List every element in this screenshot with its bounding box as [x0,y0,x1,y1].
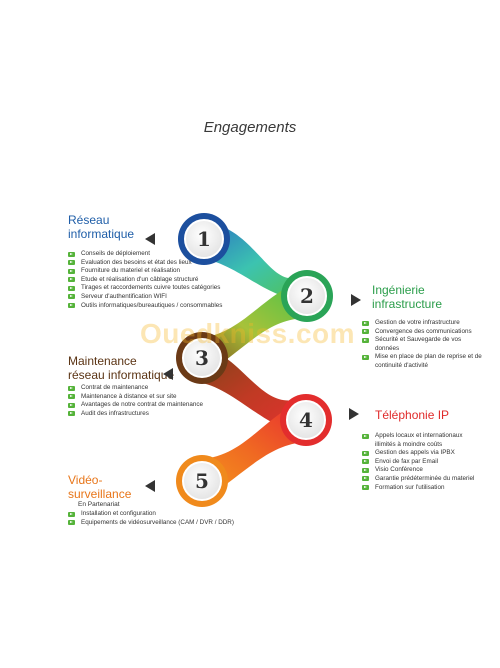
list-item: Gestion de votre infrastructure [362,319,482,328]
step-circles [176,213,333,507]
list-item: Serveur d'authentification WIFI [68,293,222,302]
telephonie-arrow-icon [349,408,359,420]
list-item: Appels locaux et internationaux illimité… [362,432,482,449]
list-item: Installation et configuration [68,510,234,519]
list-item: Garantie prédéterminée du materiel [362,475,482,484]
maintenance-title-line1: Maintenance [68,354,137,368]
list-item: Equipements de vidéosurveillance (CAM / … [68,519,234,528]
ingenierie-title-line1: Ingénierie [372,283,425,297]
check-arrow-icon [68,277,75,283]
telephonie-list: Appels locaux et internationaux illimité… [362,432,482,492]
check-arrow-icon [68,402,75,408]
list-item: Tirages et raccordements cuivre toutes c… [68,284,222,293]
list-item: Gestion des appels via IPBX [362,449,482,458]
step-1-face [184,219,224,259]
list-item: Avantages de notre contrat de maintenanc… [68,401,203,410]
step-3-face [182,338,222,378]
telephonie-title: Téléphonie IP [375,408,450,422]
maintenance-arrow-icon [163,368,173,380]
video-list: Installation et configuration Equipement… [68,510,234,527]
check-arrow-icon [68,260,75,266]
check-arrow-icon [68,303,75,309]
list-item: Outils informatiques/bureautiques / cons… [68,302,222,311]
check-arrow-icon [68,385,75,391]
reseau-title-line1: Réseau [68,213,110,227]
watermark-logo: Ouedkniss.com [140,318,356,349]
step-5-number: 5 [195,469,209,493]
list-item: Envoi de fax par Email [362,458,482,467]
check-arrow-icon [362,433,369,439]
list-item: Etude et réalisation d'un câblage struct… [68,276,222,285]
step-2-number: 2 [300,284,314,308]
video-title-line1: Vidéo- [68,473,103,487]
list-item: Convergence des communications [362,328,482,337]
list-item: Maintenance à distance et sur site [68,393,203,402]
check-arrow-icon [68,285,75,291]
check-arrow-icon [362,329,369,335]
check-arrow-icon [362,354,369,360]
video-subtitle: En Partenariat [78,501,120,508]
check-arrow-icon [68,511,75,517]
list-item: Mise en place de plan de reprise et de c… [362,353,482,370]
reseau-list: Conseils de déploiement Evaluation des b… [68,250,222,310]
step-1-number: 1 [197,227,211,251]
video-title: Vidéo- surveillance [68,473,131,501]
ingenierie-title-line2: infrastructure [372,297,443,311]
check-arrow-icon [68,520,75,526]
check-arrow-icon [68,294,75,300]
list-item: Conseils de déploiement [68,250,222,259]
step-4-face [286,400,326,440]
check-arrow-icon [362,450,369,456]
list-item: Sécurité et Sauvegarde de vos données [362,336,482,353]
ingenierie-list: Gestion de votre infrastructure Converge… [362,319,482,371]
list-item: Formation sur l'utilisation [362,484,482,493]
check-arrow-icon [362,476,369,482]
step-4-number: 4 [299,408,313,432]
maintenance-list: Contrat de maintenance Maintenance à dis… [68,384,203,418]
check-arrow-icon [68,251,75,257]
step-5-face [182,461,222,501]
list-item: Evaluation des besoins et état des lieux [68,259,222,268]
reseau-title-line2: informatique [68,227,135,241]
check-arrow-icon [68,268,75,274]
reseau-title: Réseau informatique [68,213,134,241]
ingenierie-title: Ingénierie infrastructure [372,283,442,311]
video-arrow-icon [145,480,155,492]
video-title-line2: surveillance [68,487,132,501]
check-arrow-icon [362,467,369,473]
list-item: Visio Conférence [362,466,482,475]
check-arrow-icon [362,337,369,343]
page-title: Engagements [203,119,297,136]
maintenance-title: Maintenance réseau informatique [68,354,174,382]
list-item: Fourniture du materiel et réalisation [68,267,222,276]
maintenance-title-line2: réseau informatique [68,368,175,382]
check-arrow-icon [362,485,369,491]
step-3-number: 3 [195,346,209,370]
reseau-arrow-icon [145,233,155,245]
check-arrow-icon [362,459,369,465]
check-arrow-icon [68,394,75,400]
list-item: Contrat de maintenance [68,384,203,393]
list-item: Audit des infrastructures [68,410,203,419]
step-2-face [287,276,327,316]
check-arrow-icon [68,411,75,417]
check-arrow-icon [362,320,369,326]
ingenierie-arrow-icon [351,294,361,306]
